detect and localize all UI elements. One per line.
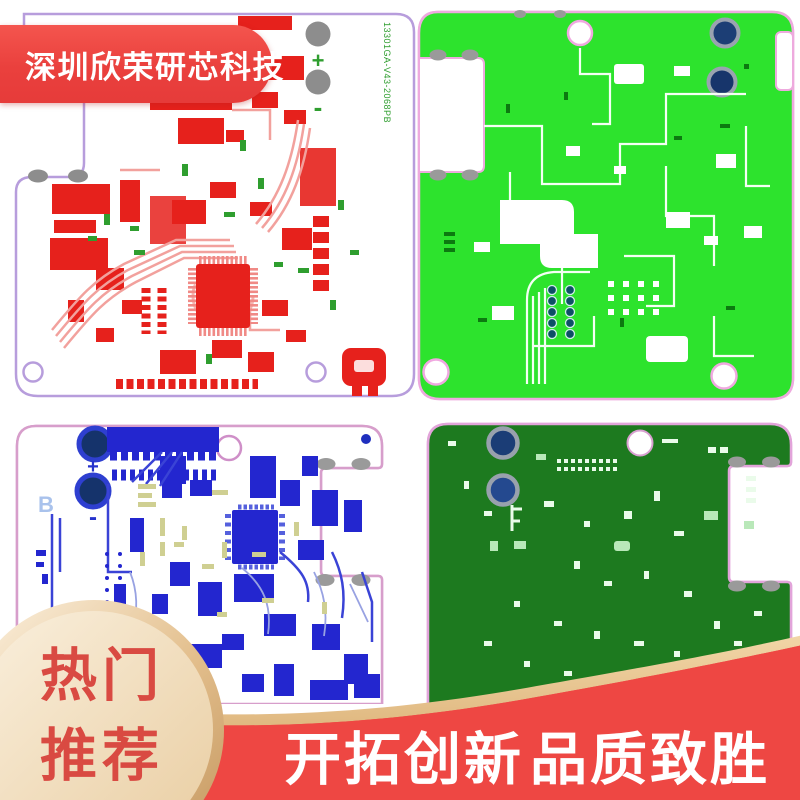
silkscreen-green (88, 140, 359, 364)
edge-cutout (418, 57, 485, 173)
mounting-hole (710, 362, 738, 390)
mounting-hole (626, 429, 654, 457)
brand-ribbon: 深圳欣荣研芯科技 (0, 25, 284, 103)
board-id-label: 13301GA-V43-2068PB (382, 22, 392, 123)
plus-mark: + (312, 48, 325, 73)
mounting-hole (422, 358, 450, 386)
mounting-hole (566, 19, 594, 47)
edge-pads (728, 456, 780, 592)
badge-face (0, 611, 213, 800)
mounting-hole (22, 361, 44, 383)
edge-pad (28, 169, 48, 183)
plus-mark: + (87, 456, 99, 478)
screw-hole (706, 66, 738, 98)
hot-badge-line2: 推荐 (40, 724, 164, 788)
screw-hole (709, 17, 741, 49)
brand-name: 深圳欣荣研芯科技 (25, 49, 285, 85)
pcb-preview-green-top (417, 10, 795, 401)
white-traces (484, 48, 770, 384)
qfp-chip (188, 256, 258, 336)
buzzer-connector (342, 348, 386, 396)
pad-cluster (608, 281, 664, 315)
minus-mark: - (89, 504, 97, 531)
pink-traces (51, 108, 312, 349)
hot-badge-medallion (0, 600, 224, 800)
silkscreen-dark (444, 64, 749, 327)
battery-pads: + - (305, 21, 331, 122)
logo-mark: B (38, 492, 54, 517)
screw-hole (486, 426, 520, 460)
mounting-hole (215, 434, 243, 462)
keepout-region (500, 200, 598, 268)
hot-badge-text: 热门 推荐 (26, 636, 178, 796)
silkscreen-yellow (138, 484, 327, 636)
ic-chip (225, 504, 285, 570)
edge-pad (68, 169, 88, 183)
slogan-right: 品质致胜 (530, 728, 770, 792)
screw-hole (74, 472, 112, 510)
edge-cutout (775, 31, 794, 91)
slogan-left: 开拓创新 (284, 728, 524, 792)
hot-badge-line1: 热门 (40, 644, 164, 708)
via-columns (546, 284, 576, 340)
silkscreen-mark (510, 505, 522, 531)
via (361, 434, 371, 444)
pad-rows (557, 459, 620, 471)
mounting-hole (305, 361, 327, 383)
edge-pads (429, 10, 566, 181)
white-components (474, 64, 762, 362)
screw-hole (486, 473, 520, 507)
pcb-preview-darkgreen-bottom (426, 422, 793, 706)
light-blobs (490, 454, 754, 551)
minus-mark: - (314, 92, 323, 122)
